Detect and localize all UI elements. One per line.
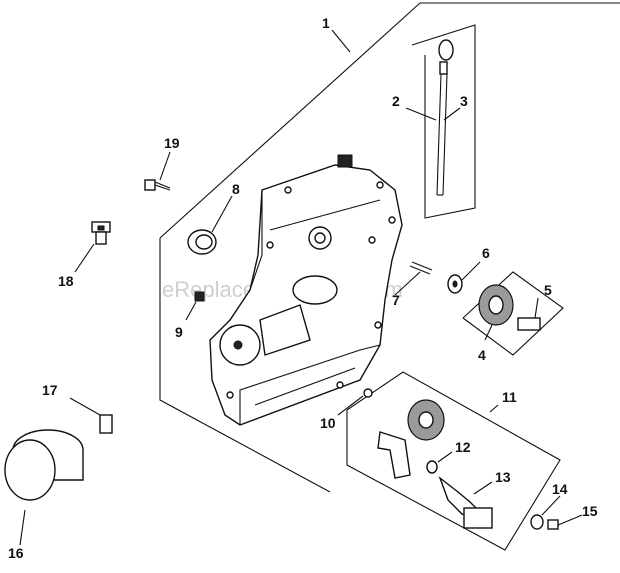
callout-15: 15 [582, 503, 598, 519]
callout-4: 4 [478, 347, 486, 363]
callout-6: 6 [482, 245, 490, 261]
nipple-part [99, 414, 113, 434]
assembly-border [159, 2, 620, 493]
callout-16: 16 [8, 545, 24, 561]
oil-pump-box [346, 371, 561, 551]
callout-2: 2 [392, 93, 400, 109]
callout-19: 19 [164, 135, 180, 151]
leader-lines [19, 29, 583, 546]
callout-5: 5 [544, 282, 552, 298]
screw-19-part [144, 179, 171, 191]
callout-12: 12 [455, 439, 471, 455]
screw-15-part [547, 517, 576, 530]
callout-13: 13 [495, 469, 511, 485]
oil-seal-part [187, 229, 217, 255]
callout-8: 8 [232, 181, 240, 197]
callout-18: 18 [58, 273, 74, 289]
callout-3: 3 [460, 93, 468, 109]
dipstick-box [411, 24, 476, 219]
pickup-part [438, 475, 493, 529]
dowel-pin-part [409, 261, 433, 275]
washer-14-part [530, 514, 544, 530]
closure-plate-part [209, 154, 403, 426]
o-ring-part [363, 388, 373, 398]
callout-labels: 1 2 3 4 5 6 7 8 9 10 11 12 13 14 15 16 1… [8, 15, 598, 561]
callout-10: 10 [320, 415, 336, 431]
governor-gear-part [478, 284, 514, 326]
plug-part [194, 291, 205, 302]
oil-pump-part [377, 399, 445, 479]
pressure-switch-part [91, 221, 111, 245]
callout-1: 1 [322, 15, 330, 31]
callout-11: 11 [502, 389, 517, 405]
oil-filter-part [4, 429, 84, 501]
callout-9: 9 [175, 324, 183, 340]
dipstick-part [436, 39, 454, 196]
callout-14: 14 [552, 481, 568, 497]
callout-17: 17 [42, 382, 58, 398]
o-ring-12-part [426, 460, 438, 474]
washer-part [447, 274, 463, 294]
callout-7: 7 [392, 292, 400, 308]
shaft-part [517, 317, 541, 331]
